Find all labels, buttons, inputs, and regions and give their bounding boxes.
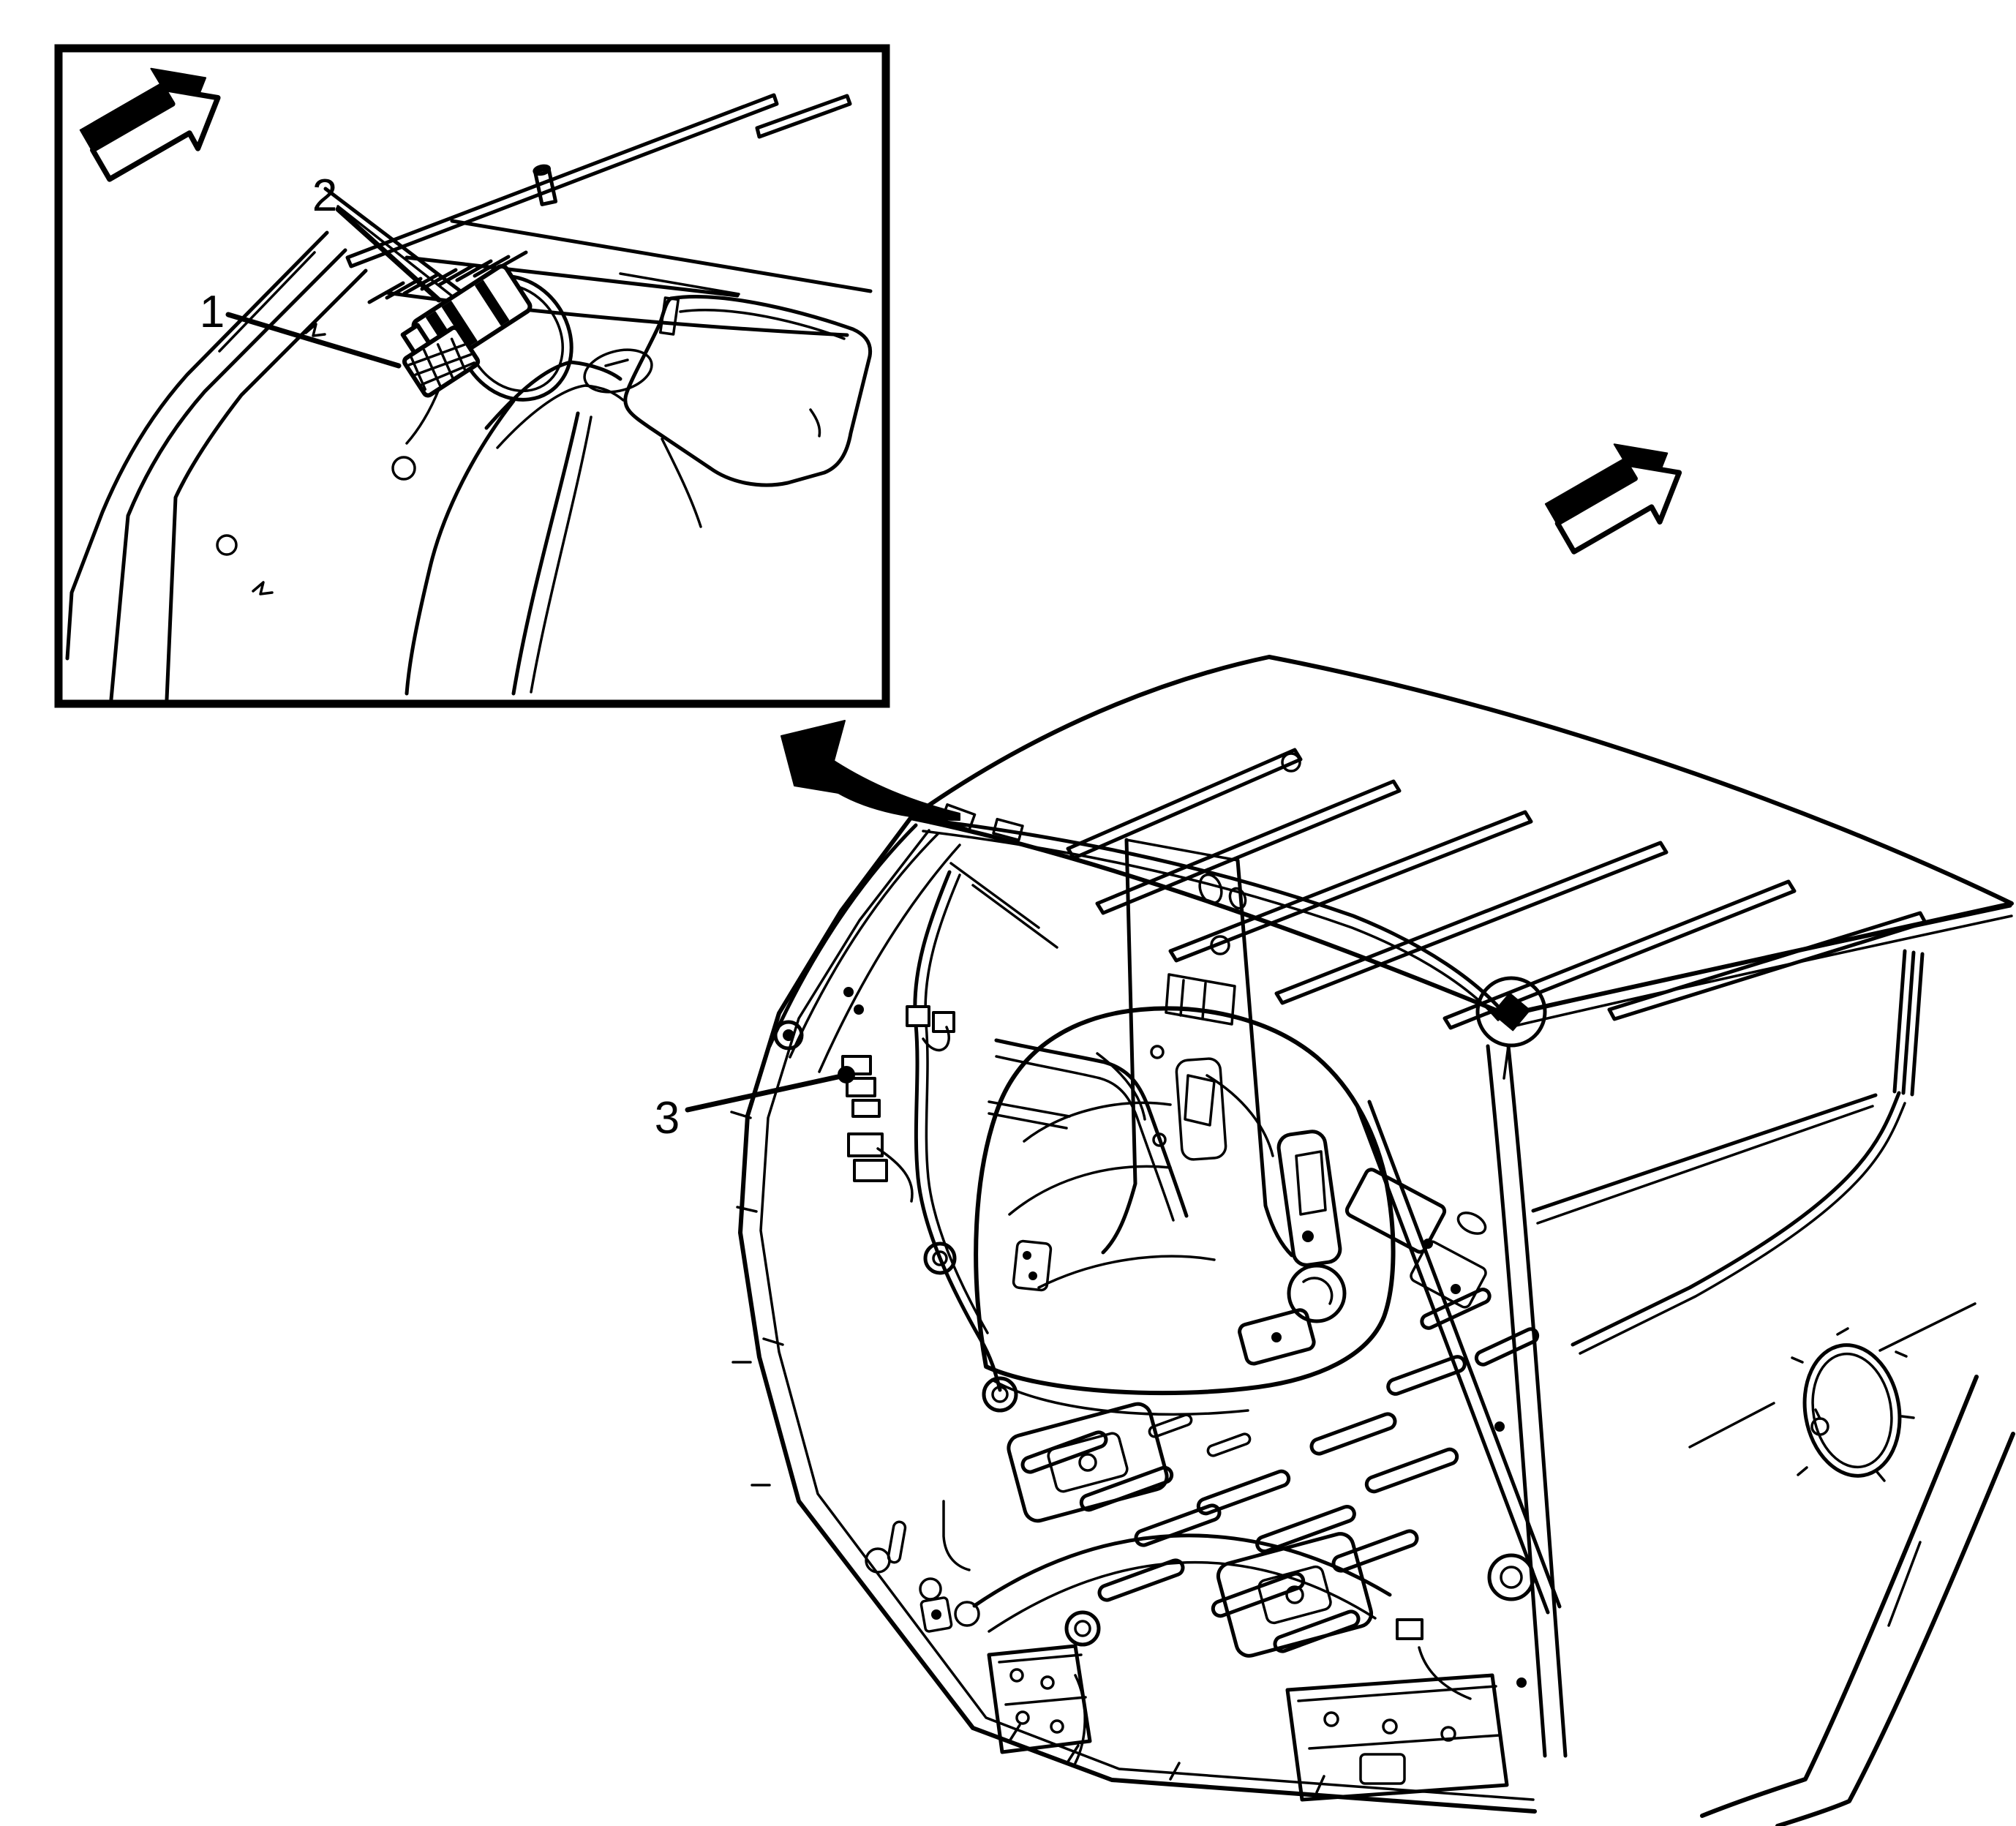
- c-pillar: [1486, 1044, 1568, 1758]
- callout-1-leader: [225, 312, 402, 369]
- callout-3-leader: [685, 1073, 844, 1113]
- curved-arrow-to-inset: [781, 720, 960, 821]
- sill-step-brackets: [1344, 1168, 1487, 1309]
- main-callout: 3: [655, 1066, 855, 1143]
- harness-connector: [906, 1005, 930, 1027]
- sensor-wire: [405, 388, 440, 445]
- connector-item-1: [402, 325, 481, 398]
- callout-2-label: 2: [312, 170, 337, 221]
- inset-callouts: 1 2: [200, 170, 442, 369]
- dome-recess: [1276, 1130, 1342, 1267]
- fuel-filler-opening: [1791, 1327, 1915, 1482]
- left-drip-rail: [909, 816, 1508, 1017]
- seat-anchor-plate: [1007, 1402, 1169, 1523]
- floor-contour: [972, 1533, 1392, 1608]
- door-rear-edge: [1892, 949, 1925, 1097]
- a-pillar-garnish: [65, 230, 368, 702]
- underbody-bracket-cluster: [987, 1644, 1092, 1765]
- roof-panel: [909, 655, 2014, 1080]
- roof-corner-emblem: [1475, 976, 1547, 1080]
- pillar-braces: [949, 862, 1058, 949]
- harness-connector: [846, 1077, 876, 1097]
- floor-connector: [1396, 1618, 1423, 1640]
- right-drip-rail: [1506, 903, 2012, 1018]
- callout-2-leader: [335, 206, 442, 303]
- floor-bracket: [1238, 1308, 1316, 1366]
- headliner-trim-lines: [391, 348, 653, 696]
- callout-3-dot: [838, 1066, 855, 1083]
- grab-recess: [583, 348, 653, 394]
- body-crease-lines: [1688, 1302, 1976, 1449]
- wheel-house-dome: [923, 1006, 1396, 1416]
- harness-grommet: [982, 1376, 1018, 1413]
- inset-detail-box: 1 2: [54, 44, 890, 708]
- vehicle-body-cutaway: 3: [655, 655, 2015, 1826]
- harness-connector: [932, 1011, 955, 1033]
- junction-block: [847, 1132, 884, 1157]
- wheel-arch: [1700, 1375, 2015, 1826]
- roof-ribs: [1066, 748, 1927, 1030]
- callout-1-label: 1: [200, 287, 225, 337]
- garnish-clip: [304, 323, 326, 337]
- trim-hole: [216, 534, 238, 556]
- underbody-bracket-cluster: [1285, 1618, 1509, 1802]
- harness-connector: [851, 1099, 881, 1118]
- rail-stud: [533, 164, 558, 206]
- floor-pan: [865, 1100, 1562, 1794]
- sun-visor: [623, 295, 873, 528]
- front-body-opening-frame: [730, 816, 1537, 1814]
- junction-block: [853, 1159, 888, 1182]
- floor-stamped-slots: [1020, 1288, 1540, 1653]
- garnish-clip: [252, 581, 274, 595]
- callout-3-label: 3: [655, 1093, 680, 1143]
- roof-hole: [1281, 752, 1301, 773]
- body-side-panel: [1486, 949, 2015, 1826]
- inset-border: [54, 44, 890, 708]
- direction-arrow-icon: [1546, 444, 1680, 552]
- door-panel-bottom-edge: [1531, 1093, 1878, 1213]
- sunroof-sensor-assembly: [400, 264, 573, 445]
- trim-hole: [391, 456, 416, 481]
